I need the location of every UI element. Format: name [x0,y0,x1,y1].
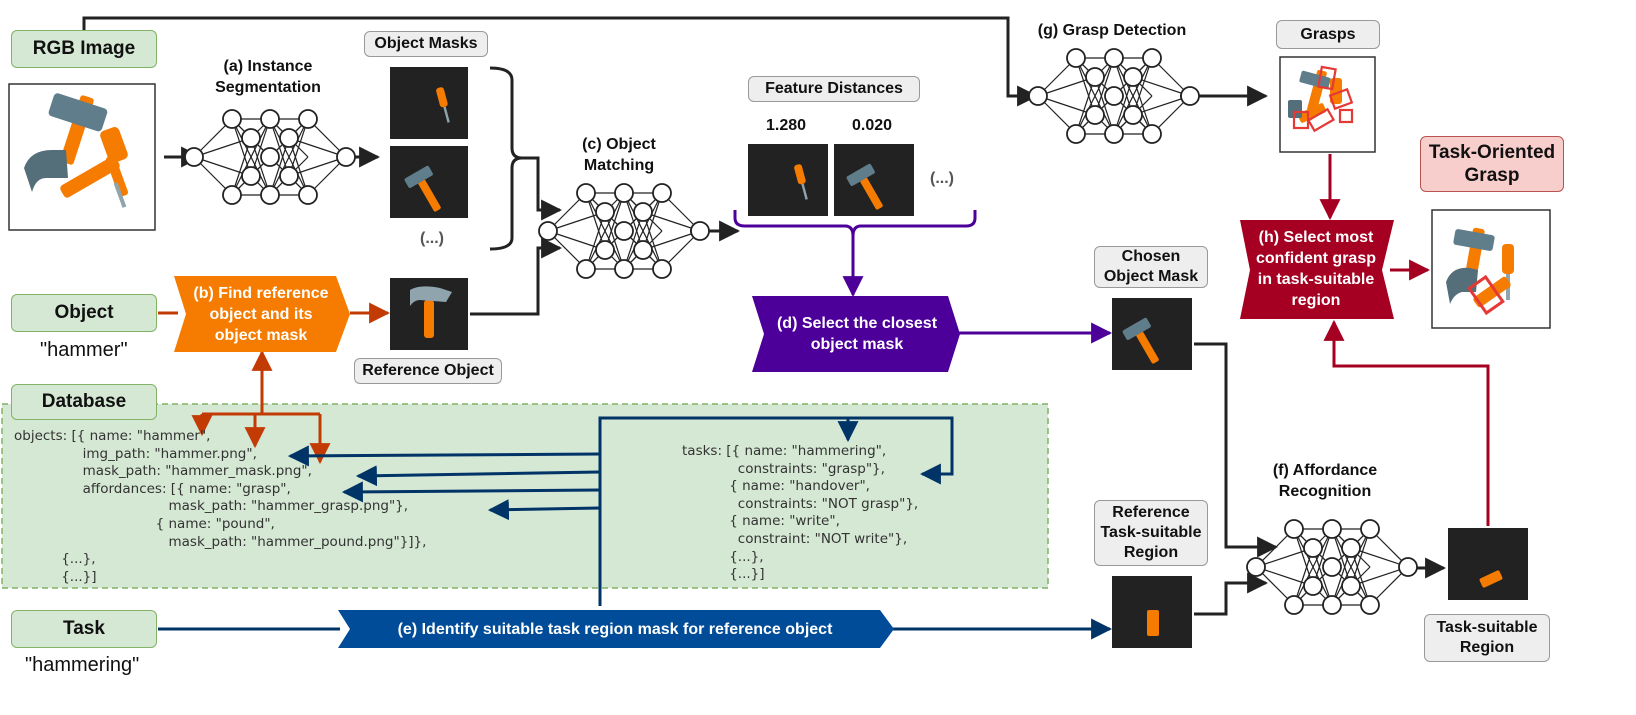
task-value: "hammering" [25,654,140,676]
grasp-network-icon [1028,48,1200,144]
object-masks-label: Object Masks [364,31,488,57]
output-scene [1446,227,1514,316]
reference-task-region-label: Reference Task-suitable Region [1094,500,1208,566]
step-h-shape [1240,220,1394,319]
step-e-shape [338,610,894,648]
database-objects-code: objects: [{ name: "hammer", img_path: "h… [14,428,427,585]
feature-distances-label: Feature Distances [748,76,920,102]
object-input: Object [11,294,157,332]
step-a-label: (a) Instance Segmentation [215,58,321,96]
database-tasks-code: tasks: [{ name: "hammering", constraints… [682,443,919,583]
object-value: "hammer" [40,339,128,361]
step-d-label: (d) Select the closest object mask [776,315,938,353]
step-c-label: (c) Object Matching [582,136,656,174]
step-f-label: (f) Affordance Recognition [1272,462,1378,500]
chosen-object-mask-label: Chosen Object Mask [1094,246,1208,288]
step-d-shape [752,296,960,372]
affordance-network-icon [1246,519,1418,615]
feature-thumb-1 [748,144,828,216]
task-input: Task [11,610,157,648]
matching-network-icon [538,183,710,279]
masks-ellipsis: (...) [420,230,444,247]
grasp-rectangle-icon [1292,65,1354,133]
grasps-scene [1288,69,1342,123]
task-suitable-region-image [1448,528,1528,600]
object-mask-2 [390,146,468,218]
object-mask-1 [390,67,468,139]
task-oriented-grasp-label: Task-Oriented Grasp [1420,136,1564,192]
step-h-label: (h) Select most confident grasp in task-… [1255,229,1376,309]
distances-ellipsis: (...) [930,170,954,187]
rgb-scene [24,93,129,208]
feature-distance-1: 1.280 [766,117,807,134]
reference-object-label: Reference Object [354,358,502,384]
step-e-label: (e) Identify suitable task region mask f… [397,621,833,638]
database-region [1,403,1049,589]
step-b-label: (b) Find reference object and its object… [193,285,329,344]
segmentation-network-icon [184,109,356,205]
rgb-image-input: RGB Image [11,30,157,68]
step-g-label: (g) Grasp Detection [1037,22,1187,39]
grasps-label: Grasps [1276,20,1380,49]
database-input: Database [11,384,157,420]
feature-distance-2: 0.020 [852,117,893,134]
step-b-shape [174,276,350,352]
task-suitable-region-label: Task-suitable Region [1424,614,1550,662]
